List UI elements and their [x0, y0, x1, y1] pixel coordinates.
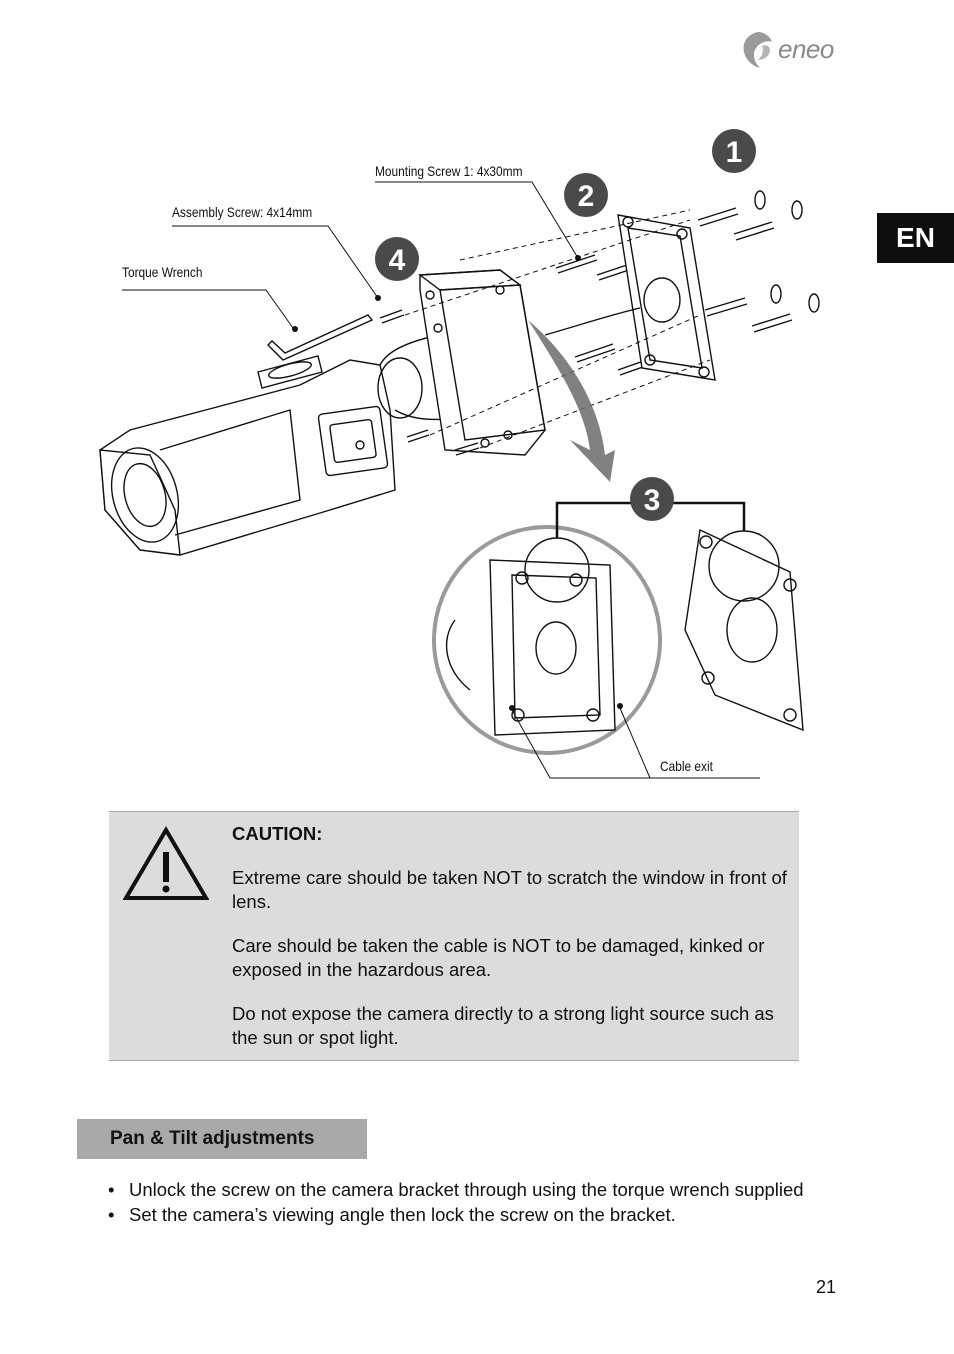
label-torque-wrench: Torque Wrench: [122, 264, 203, 280]
list-item: Unlock the screw on the camera bracket t…: [108, 1177, 868, 1202]
step-badge-2: 2: [564, 173, 608, 217]
step-badge-4-label: 4: [389, 244, 406, 277]
brand-logo: eneo: [740, 30, 850, 70]
step-badge-3-label: 3: [644, 484, 661, 517]
step-badge-2-label: 2: [578, 180, 595, 213]
warning-triangle-icon: [123, 826, 209, 900]
list-item: Set the camera’s viewing angle then lock…: [108, 1202, 868, 1227]
caution-title: CAUTION:: [232, 823, 323, 844]
step-badge-3: 3: [630, 477, 674, 521]
step-badge-1: 1: [712, 129, 756, 173]
section-heading: Pan & Tilt adjustments: [77, 1119, 367, 1159]
label-cable-exit: Cable exit: [660, 758, 713, 774]
label-assembly-screw: Assembly Screw: 4x14mm: [172, 204, 313, 220]
mounting-diagram: 1 2 3 4 Mounting Screw 1: 4x30mm Assembl…: [0, 110, 954, 800]
caution-paragraph-3: Do not expose the camera directly to a s…: [232, 1003, 774, 1048]
caution-box: CAUTION: Extreme care should be taken NO…: [109, 811, 799, 1061]
language-tab: EN: [877, 213, 954, 263]
instruction-list: Unlock the screw on the camera bracket t…: [108, 1177, 868, 1227]
caution-paragraph-2: Care should be taken the cable is NOT to…: [232, 935, 765, 980]
brand-name: eneo: [778, 34, 834, 64]
caution-text: CAUTION: Extreme care should be taken NO…: [232, 822, 792, 1070]
rotate-arrow-icon: [528, 320, 615, 482]
step-badge-1-label: 1: [726, 136, 743, 169]
step-badge-4: 4: [375, 237, 419, 281]
mounting-diagram-drawing: 1 2 3 4: [99, 129, 820, 779]
eneo-logo-icon: [743, 32, 772, 68]
label-mounting-screw: Mounting Screw 1: 4x30mm: [375, 163, 523, 179]
page-number: 21: [816, 1277, 837, 1297]
caution-paragraph-1: Extreme care should be taken NOT to scra…: [232, 867, 787, 912]
